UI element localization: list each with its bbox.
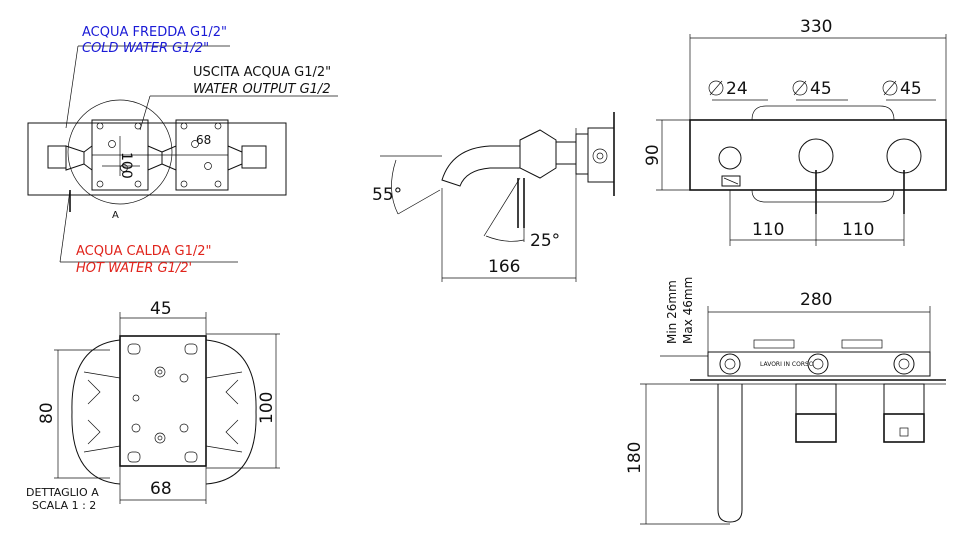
detail-ref: A: [112, 210, 119, 221]
angle-25: 25°: [530, 231, 560, 251]
min-depth: Min 26mm: [665, 280, 679, 344]
cold-water-it: ACQUA FREDDA G1/2": [82, 25, 227, 40]
front-overlay-100: 100: [118, 152, 134, 179]
angle-55: 55°: [372, 185, 402, 205]
installation-section: LAVORI IN CORSO 280 Min 26mm Max 46mm 18…: [625, 277, 946, 525]
max-depth: Max 46mm: [681, 277, 695, 344]
plate-dim-100: 100: [257, 392, 277, 424]
water-output-it: USCITA ACQUA G1/2": [193, 65, 331, 80]
embedded-box: [707, 351, 931, 377]
hot-water-en: HOT WATER G1/2': [76, 261, 192, 276]
spout: [441, 145, 521, 187]
plate-dim-45: 45: [150, 299, 172, 319]
side-dim-166: 166: [488, 257, 520, 277]
front-labels: ACQUA FREDDA G1/2" COLD WATER G1/2" USCI…: [76, 25, 331, 276]
spout-section: [717, 384, 743, 523]
spacing-110-b: 110: [842, 220, 874, 240]
height-90: 90: [643, 144, 663, 166]
detail-plate: [119, 335, 207, 467]
detail-scale: SCALA 1 : 2: [32, 499, 96, 512]
detail-circle: [67, 99, 173, 205]
total-dim-330: 330: [800, 17, 832, 37]
plate-front-view: 330 24 45 45 90 110 110: [643, 17, 947, 246]
detail-a-view: 45 80 100 68 DETTAGLIO A SCALA 1 : 2: [26, 299, 280, 512]
front-overlay-68: 68: [196, 133, 211, 147]
plate-dim-80: 80: [37, 402, 57, 424]
cover-plate: [689, 119, 947, 191]
spacing-110-a: 110: [752, 220, 784, 240]
water-output-en: WATER OUTPUT G1/2: [193, 82, 331, 97]
side-view: 166 55° 25°: [372, 112, 615, 282]
diameter-45-a: 45: [810, 79, 832, 99]
left-valve-body: [47, 145, 67, 169]
plate-dim-68: 68: [150, 479, 172, 499]
front-view: 100 68 A: [27, 45, 338, 263]
hot-water-it: ACQUA CALDA G1/2": [76, 244, 212, 259]
cold-water-en: COLD WATER G1/2": [82, 41, 209, 56]
detail-title: DETTAGLIO A: [26, 486, 99, 499]
box-text: LAVORI IN CORSO: [760, 361, 814, 368]
diameter-24: 24: [726, 79, 748, 99]
diameter-45-b: 45: [900, 79, 922, 99]
spout-dim-180: 180: [625, 442, 645, 474]
front-plate: [27, 122, 287, 196]
box-dim-280: 280: [800, 290, 832, 310]
